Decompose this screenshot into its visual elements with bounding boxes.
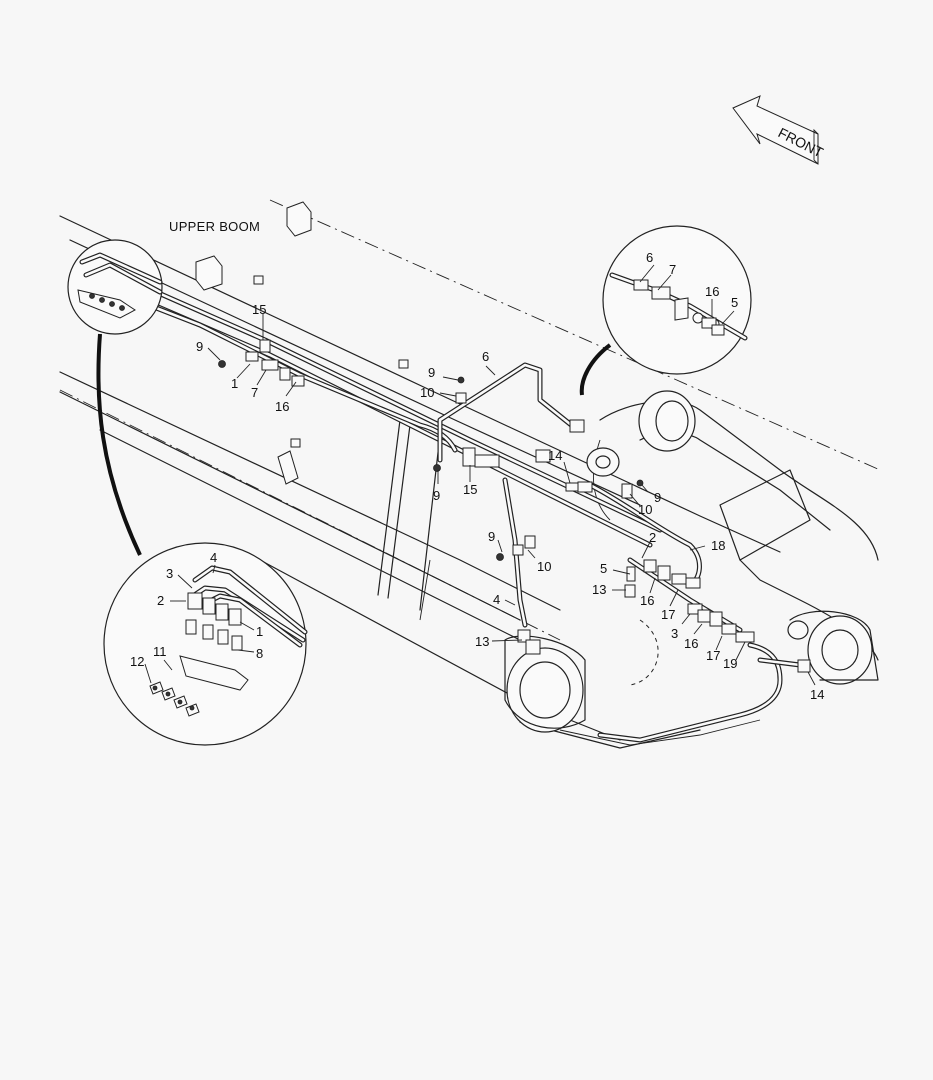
callout-2: 2 [649,530,656,545]
callout-14: 14 [548,448,562,463]
callout-13: 13 [592,582,606,597]
callout-7: 7 [669,262,676,277]
callout-3: 3 [671,626,678,641]
callout-10: 10 [420,385,434,400]
callout-8: 8 [256,646,263,661]
callout-4: 4 [493,592,500,607]
callout-1: 1 [256,624,263,639]
callout-16: 16 [275,399,289,414]
callout-9: 9 [433,488,440,503]
callout-16: 16 [705,284,719,299]
callout-9: 9 [654,490,661,505]
callout-16: 16 [684,636,698,651]
callout-3: 3 [166,566,173,581]
detail-circle-bottom-left [103,542,308,746]
callout-9: 9 [488,529,495,544]
callout-10: 10 [638,502,652,517]
callout-19: 19 [723,656,737,671]
callout-10: 10 [537,559,551,574]
callout-13: 13 [475,634,489,649]
callout-4: 4 [210,550,217,565]
callout-2: 2 [157,593,164,608]
section-title: UPPER BOOM [169,219,260,234]
callout-6: 6 [482,349,489,364]
callout-15: 15 [252,302,266,317]
callout-17: 17 [706,648,720,663]
hydraulic-lines [92,262,803,743]
callout-14: 14 [810,687,824,702]
callout-7: 7 [251,385,258,400]
callout-5: 5 [600,561,607,576]
leader-lines [144,264,816,686]
callout-17: 17 [661,607,675,622]
callout-9: 9 [196,339,203,354]
callout-16: 16 [640,593,654,608]
callout-12: 12 [130,654,144,669]
callout-18: 18 [711,538,725,553]
detail-circle-top-left [67,239,163,556]
detail-circle-right [579,225,752,396]
callout-9: 9 [428,365,435,380]
callout-1: 1 [231,376,238,391]
fittings [195,201,811,673]
callout-6: 6 [646,250,653,265]
front-arrow [732,95,819,165]
callout-15: 15 [463,482,477,497]
callout-11: 11 [153,644,167,659]
boom-foot [504,390,879,733]
callout-5: 5 [731,295,738,310]
